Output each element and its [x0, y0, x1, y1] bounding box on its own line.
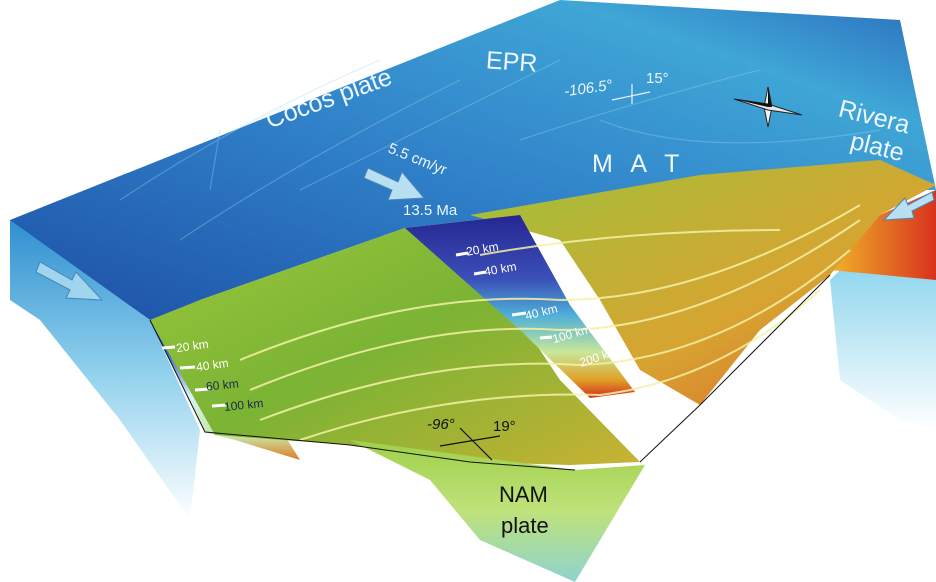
latitude-south-label: 19°	[493, 418, 516, 435]
rivera-arrow-icon	[882, 191, 935, 221]
mat-label: M A T	[592, 150, 686, 178]
slab-contours	[239, 204, 861, 441]
epr-label: EPR	[485, 46, 539, 78]
north-arrow-icon	[733, 86, 803, 128]
block-outline	[149, 274, 831, 471]
coordinate-cross-south	[439, 427, 501, 461]
slab-age-label: 13.5 Ma	[403, 202, 458, 219]
ocean-floor-surface	[10, 0, 936, 320]
land-surface-right	[470, 160, 936, 405]
plate-motion-arrow-icon	[35, 261, 104, 301]
latitude-north-label: 15°	[646, 70, 669, 87]
nam-plate-label-line1: NAM	[499, 482, 548, 507]
convergence-arrow-icon	[363, 167, 426, 201]
nam-plate-label-line2: plate	[501, 513, 549, 538]
longitude-south-label: -96°	[427, 416, 455, 433]
depth-ticks-center	[455, 251, 553, 340]
ocean-side-wall-left	[10, 220, 200, 520]
seafloor-texture	[119, 59, 881, 241]
nam-plate-face	[350, 440, 645, 582]
depth-slice-center	[405, 215, 635, 398]
coordinate-cross-north	[611, 84, 651, 104]
depth-ticks-left	[161, 345, 227, 408]
